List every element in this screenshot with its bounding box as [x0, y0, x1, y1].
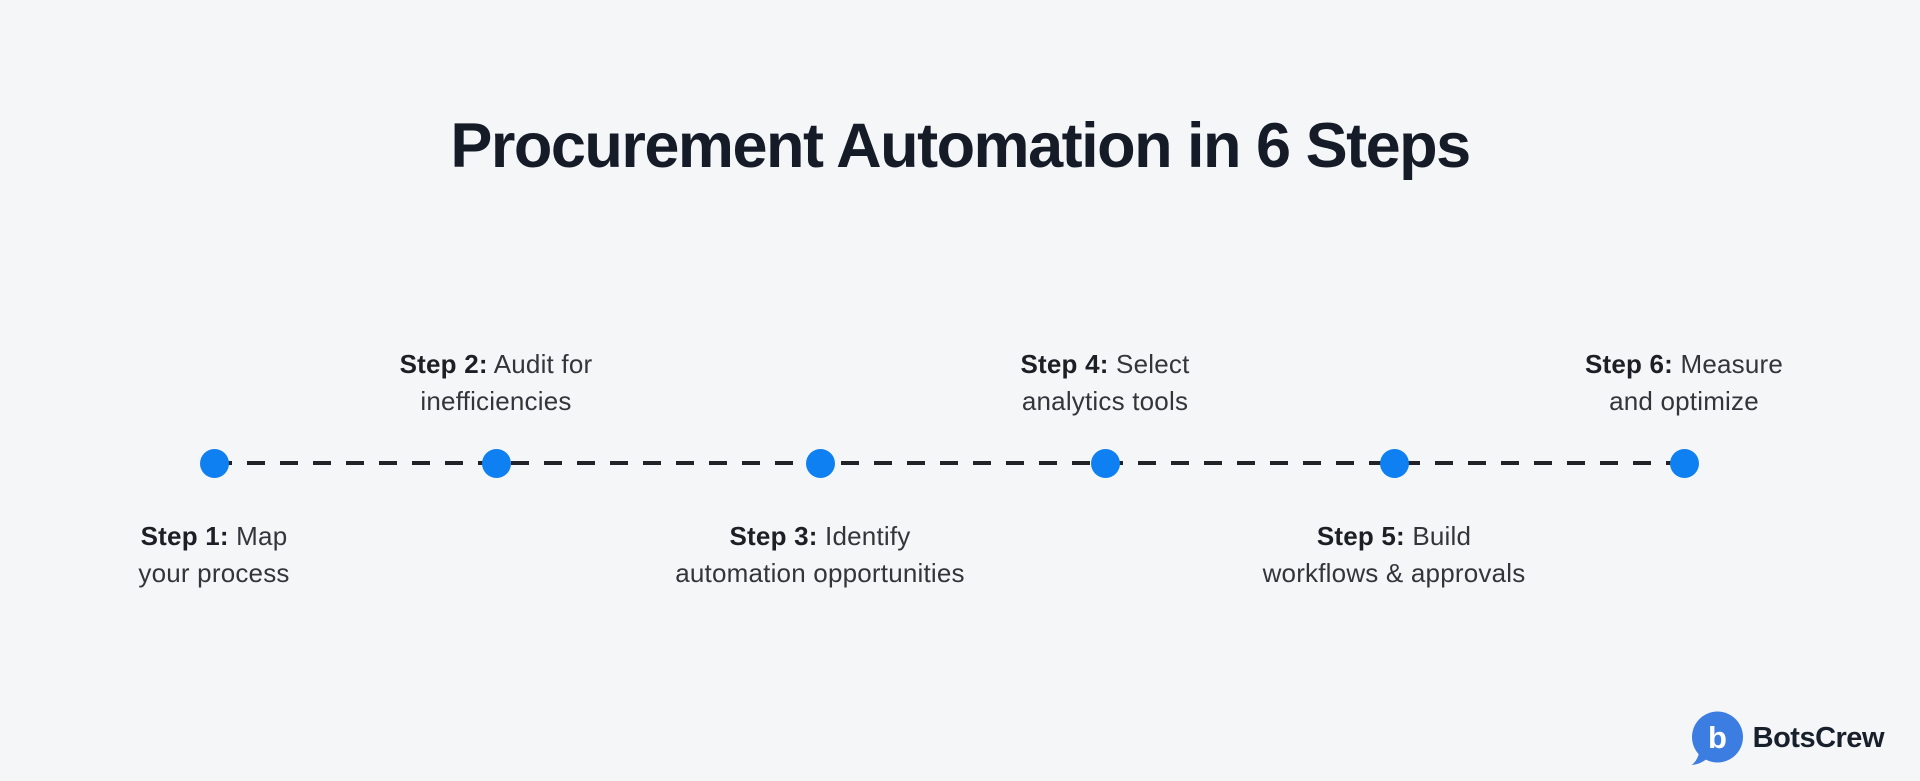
timeline-dot-1 [199, 449, 229, 478]
step-label-5: Step 5: Build workflows & approvals [1224, 518, 1564, 592]
step-label-line1: Step 1: Map [44, 518, 384, 555]
botscrew-logo: b BotsCrew [1690, 711, 1885, 765]
step-label-line2: analytics tools [1021, 386, 1189, 416]
step-label-3: Step 3: Identify automation opportunitie… [650, 518, 990, 592]
step-number: Step 4: [1020, 349, 1109, 379]
step-label-line1: Step 5: Build [1224, 518, 1564, 555]
step-label-line2: your process [138, 558, 290, 588]
step-label-line2: automation opportunities [675, 558, 965, 588]
timeline-dot-4 [1090, 449, 1120, 478]
timeline-dot-5 [1379, 449, 1409, 478]
step-label-line1: Step 3: Identify [650, 518, 990, 555]
step-text: Identify [825, 521, 911, 551]
step-number: Step 1: [140, 521, 229, 551]
timeline-dot-6 [1669, 449, 1699, 478]
step-text: Select [1116, 349, 1190, 379]
step-label-2: Step 2: Audit for inefficiencies [326, 346, 666, 420]
step-text: Build [1412, 521, 1472, 551]
logo-letter: b [1708, 720, 1727, 755]
timeline-dot-3 [805, 449, 835, 478]
step-label-line1: Step 6: Measure [1514, 346, 1854, 383]
step-text: Audit for [493, 349, 593, 379]
step-label-4: Step 4: Select analytics tools [935, 346, 1275, 420]
step-text: Map [236, 521, 288, 551]
step-number: Step 2: [399, 349, 488, 379]
step-label-6: Step 6: Measure and optimize [1514, 346, 1854, 420]
botscrew-bubble-icon: b [1691, 711, 1743, 765]
step-number: Step 5: [1316, 521, 1405, 551]
step-number: Step 3: [729, 521, 818, 551]
step-label-line1: Step 2: Audit for [326, 346, 666, 383]
step-label-line2: and optimize [1609, 386, 1759, 416]
page-title: Procurement Automation in 6 Steps [450, 111, 1471, 182]
timeline-dashed-line [214, 461, 1684, 465]
step-label-line2: workflows & approvals [1262, 558, 1526, 588]
step-number: Step 6: [1584, 349, 1674, 379]
timeline-dot-2 [481, 449, 511, 478]
step-label-1: Step 1: Map your process [44, 518, 384, 592]
step-text: Measure [1680, 349, 1784, 379]
logo-wordmark: BotsCrew [1752, 721, 1885, 754]
step-label-line1: Step 4: Select [935, 346, 1275, 383]
step-label-line2: inefficiencies [420, 386, 572, 416]
